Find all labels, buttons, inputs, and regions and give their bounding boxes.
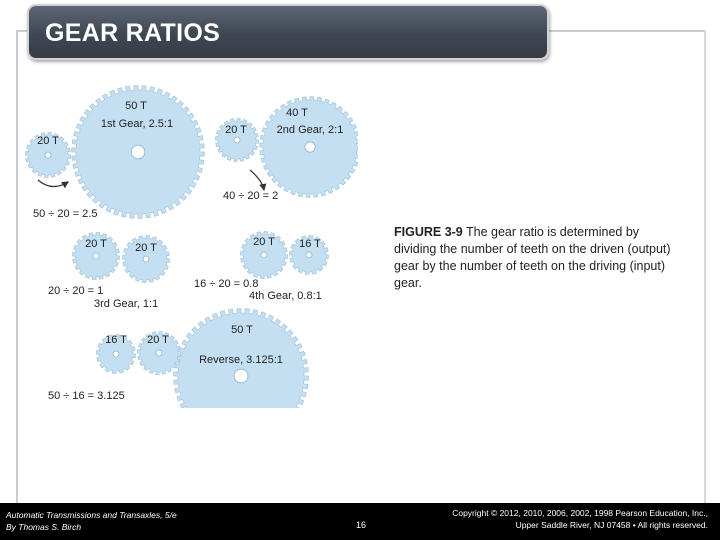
gear-1st-name: 1st Gear, 2.5:1 [101, 118, 173, 130]
gear-reverse-driving-hub [112, 350, 120, 358]
gear-4th-right-label: 16 T [299, 238, 321, 250]
gear-3rd-driving-hub [92, 252, 100, 260]
footer-book-info: Automatic Transmissions and Transaxles, … [6, 509, 177, 533]
gear-reverse-small-label: 16 T [105, 334, 127, 346]
gear-ratio-figure: 50 T 1st Gear, 2.5:1 20 T 50 ÷ 20 = 2.5 … [18, 78, 361, 444]
gear-1st-driven-hub [130, 144, 146, 160]
gear-1st-small-label: 20 T [37, 135, 59, 147]
title-bar: GEAR RATIOS [27, 4, 549, 60]
gear-1st-equation: 50 ÷ 20 = 2.5 [33, 208, 97, 220]
gear-4th-equation: 16 ÷ 20 = 0.8 [194, 278, 258, 290]
figure-caption: FIGURE 3-9 The gear ratio is determined … [394, 224, 684, 292]
gear-4th-driven-hub [305, 251, 313, 259]
slide-footer: Automatic Transmissions and Transaxles, … [0, 503, 720, 540]
footer-book-title: Automatic Transmissions and Transaxles, … [6, 510, 177, 520]
gear-reverse-idler-label: 20 T [147, 334, 169, 346]
footer-author: By Thomas S. Birch [6, 522, 82, 532]
gear-3rd-right-label: 20 T [135, 242, 157, 254]
footer-copyright-line1: Copyright © 2012, 2010, 2006, 2002, 1998… [452, 508, 708, 518]
gear-3rd-equation: 20 ÷ 20 = 1 [48, 285, 103, 297]
gear-3rd-driven-hub [142, 255, 150, 263]
gear-4th-name: 4th Gear, 0.8:1 [249, 290, 322, 302]
gear-3rd-name: 3rd Gear, 1:1 [94, 298, 158, 310]
footer-page-number: 16 [356, 520, 367, 530]
gear-1st-large-label: 50 T [125, 100, 147, 112]
slide-frame-left [16, 30, 18, 504]
gear-2nd-small-label: 20 T [225, 124, 247, 136]
gear-2nd-driving-hub [233, 136, 241, 144]
rotation-arrow [37, 179, 70, 189]
gear-reverse-driven-hub [233, 368, 249, 384]
gear-4th-left-label: 20 T [253, 236, 275, 248]
gear-2nd-equation: 40 ÷ 20 = 2 [223, 190, 278, 202]
caption-label: FIGURE 3-9 [394, 225, 463, 239]
caption-text: The gear ratio is determined by dividing… [394, 225, 671, 290]
slide-title: GEAR RATIOS [45, 19, 221, 47]
gear-4th-driving-hub [260, 251, 268, 259]
gear-reverse-idler-hub [155, 349, 163, 357]
gear-2nd-driven-hub [304, 141, 316, 153]
gear-2nd-name: 2nd Gear, 2:1 [277, 124, 344, 136]
gear-1st-driving-hub [44, 151, 52, 159]
gear-reverse-large-label: 50 T [231, 324, 253, 336]
gear-3rd-left-label: 20 T [85, 238, 107, 250]
footer-copyright-line2: Upper Saddle River, NJ 07458 • All right… [515, 520, 708, 530]
gear-2nd-large-label: 40 T [286, 107, 308, 119]
slide-frame-right [704, 30, 706, 504]
rotation-arrow [249, 169, 267, 192]
footer-copyright: Copyright © 2012, 2010, 2006, 2002, 1998… [452, 507, 708, 531]
gear-reverse-equation: 50 ÷ 16 = 3.125 [48, 390, 125, 402]
gear-reverse-name: Reverse, 3.125:1 [199, 354, 283, 366]
